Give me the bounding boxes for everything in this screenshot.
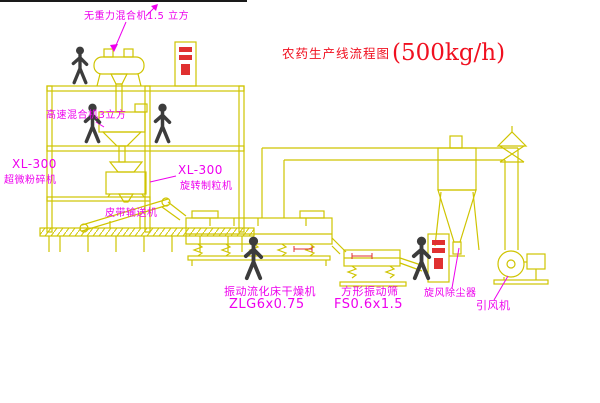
worker-figure-icon [246,237,261,278]
worker-figure-icon [153,102,172,144]
vibrating-screen-drawing [339,249,425,287]
label-fluid-bed-dryer-model: ZLG6x0.75 [229,297,305,312]
label-belt-conveyor: 皮带输送机 [105,208,158,219]
diagram-title-text: 农药生产线流程图 [282,46,391,61]
label-fluid-bed-dryer: 振动流化床干燥机 [224,285,316,298]
cyclone-drawing [434,135,480,257]
label-granulator-model: XL-300 [178,163,223,177]
worker-figure-icon [414,237,429,278]
granulator-drawing [105,161,147,203]
worker-figure-icon [71,46,89,85]
label-granulator-name: 旋转制粒机 [180,181,233,192]
diagram-capacity-text: (500kg/h) [392,40,506,66]
fluid-bed-dryer-drawing [185,210,347,266]
label-pulverizer-name: 超微粉碎机 [4,175,57,186]
high-speed-mixer-drawing [98,103,148,163]
label-pulverizer-model: XL-300 [12,157,57,171]
gravity-mixer-drawing [93,48,145,113]
label-vibrating-screen-model: FS0.6x1.5 [334,297,404,312]
leader-lines [95,4,509,301]
diagram-title: 农药生产线流程图 (500kg/h) [282,40,505,66]
label-cyclone: 旋风除尘器 [424,288,477,299]
induced-fan-drawing [493,250,549,285]
label-high-speed-mixer: 高速混合机3立方 [46,110,127,121]
label-gravity-mixer: 无重力混合机1.5 立方 [84,11,190,22]
label-vibrating-screen: 方形振动筛 [341,285,399,298]
belt-conveyor-drawing [79,197,187,233]
elevator-box-2 [427,233,450,283]
dimension-marks [293,246,373,259]
elevator-box-1 [174,41,197,87]
exhaust-duct-drawing [261,126,528,250]
label-induced-fan: 引风机 [476,299,511,312]
